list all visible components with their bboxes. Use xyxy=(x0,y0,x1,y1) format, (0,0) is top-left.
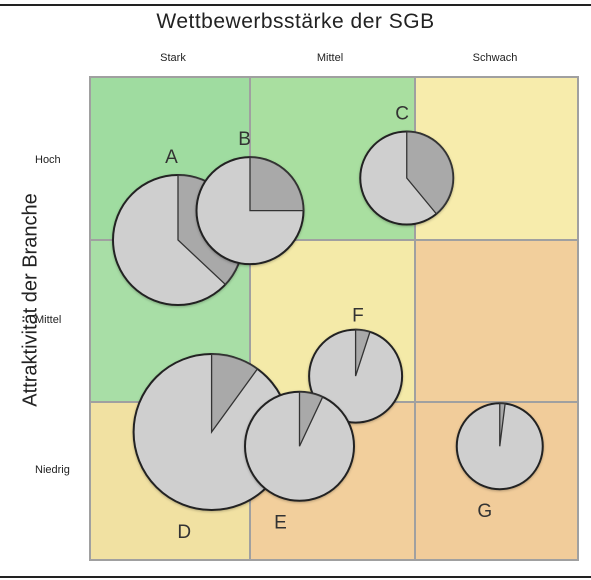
label-e: E xyxy=(274,513,287,534)
market-share-slice-e xyxy=(298,391,324,447)
business-unit-b: B xyxy=(195,129,305,266)
business-unit-f: F xyxy=(308,306,404,424)
market-share-slice-f xyxy=(354,328,371,377)
cell-mittel-schwach xyxy=(415,240,578,402)
label-g: G xyxy=(477,501,492,522)
market-share-slice-g xyxy=(499,402,506,447)
row-label-mittel: Mittel xyxy=(35,314,62,326)
row-label-niedrig: Niedrig xyxy=(35,464,70,476)
label-a: A xyxy=(165,147,178,168)
col-label-mittel: Mittel xyxy=(316,52,344,64)
market-share-slice-b xyxy=(249,156,305,212)
label-b: B xyxy=(238,129,251,150)
top-rule xyxy=(0,4,591,6)
row-label-hoch: Hoch xyxy=(35,154,61,166)
bottom-rule xyxy=(0,576,591,578)
business-unit-bubbles: A B C F D E G xyxy=(112,104,544,543)
col-label-schwach: Schwach xyxy=(472,52,518,64)
market-share-slice-d xyxy=(210,353,259,435)
label-c: C xyxy=(395,104,409,125)
market-share-slice-c xyxy=(406,130,454,215)
col-label-stark: Stark xyxy=(160,52,186,64)
business-unit-c: C xyxy=(359,104,455,226)
matrix-title: Wettbewerbsstärke der SGB xyxy=(156,10,435,33)
matrix-border xyxy=(89,76,579,561)
label-f: F xyxy=(352,306,364,327)
label-d: D xyxy=(177,522,191,543)
business-unit-g: G xyxy=(455,402,544,522)
business-unit-e: E xyxy=(244,390,355,534)
